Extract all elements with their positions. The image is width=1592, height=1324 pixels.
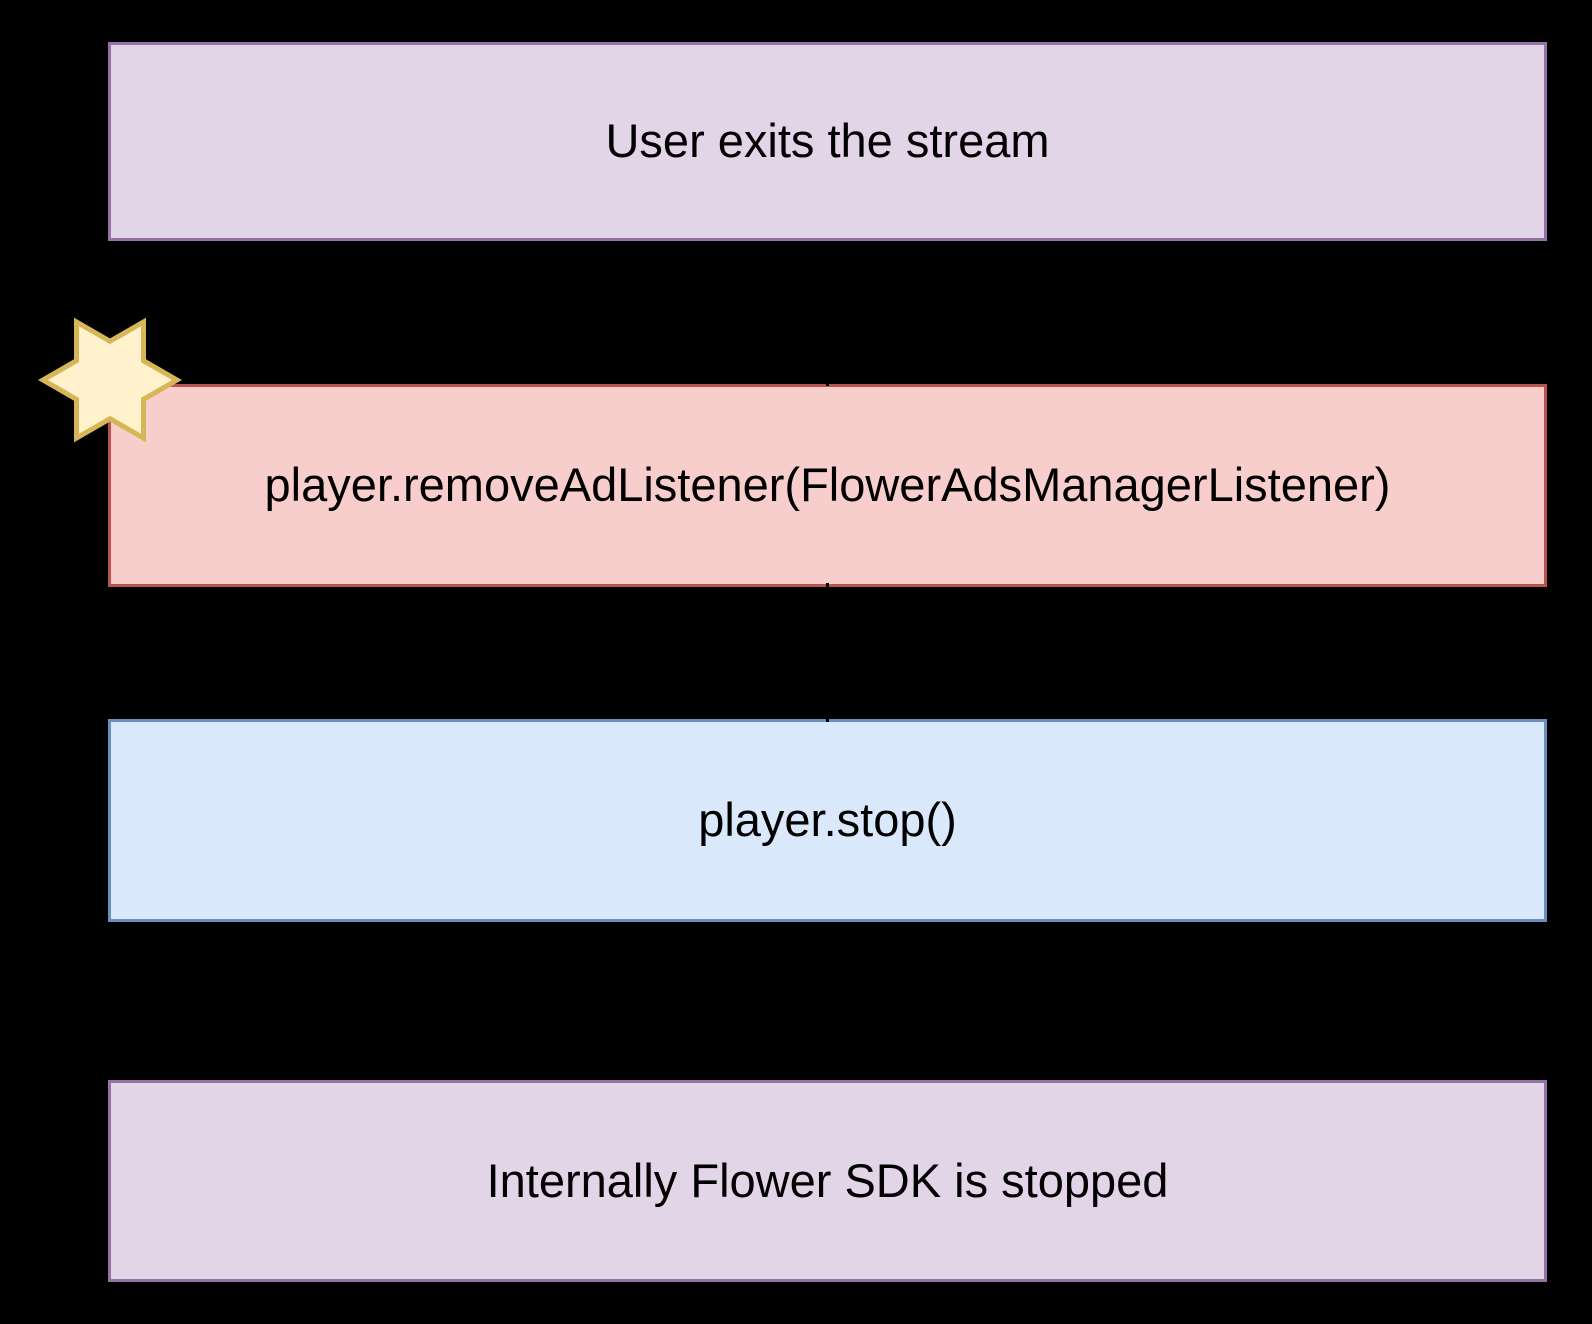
node-label: player.stop() <box>698 793 957 847</box>
flow-node-player-stop: player.stop() <box>108 719 1547 922</box>
flow-node-remove-ad-listener: player.removeAdListener(FlowerAdsManager… <box>108 384 1547 587</box>
node-label: User exits the stream <box>605 114 1050 168</box>
connector-line <box>826 583 829 722</box>
connector-line <box>826 243 829 386</box>
flow-node-sdk-stopped: Internally Flower SDK is stopped <box>108 1080 1547 1282</box>
connector-line <box>826 924 829 1078</box>
node-label: player.removeAdListener(FlowerAdsManager… <box>264 458 1391 512</box>
star-icon <box>36 310 184 450</box>
flow-node-user-exits-stream: User exits the stream <box>108 42 1547 241</box>
node-label: Internally Flower SDK is stopped <box>486 1153 1169 1207</box>
